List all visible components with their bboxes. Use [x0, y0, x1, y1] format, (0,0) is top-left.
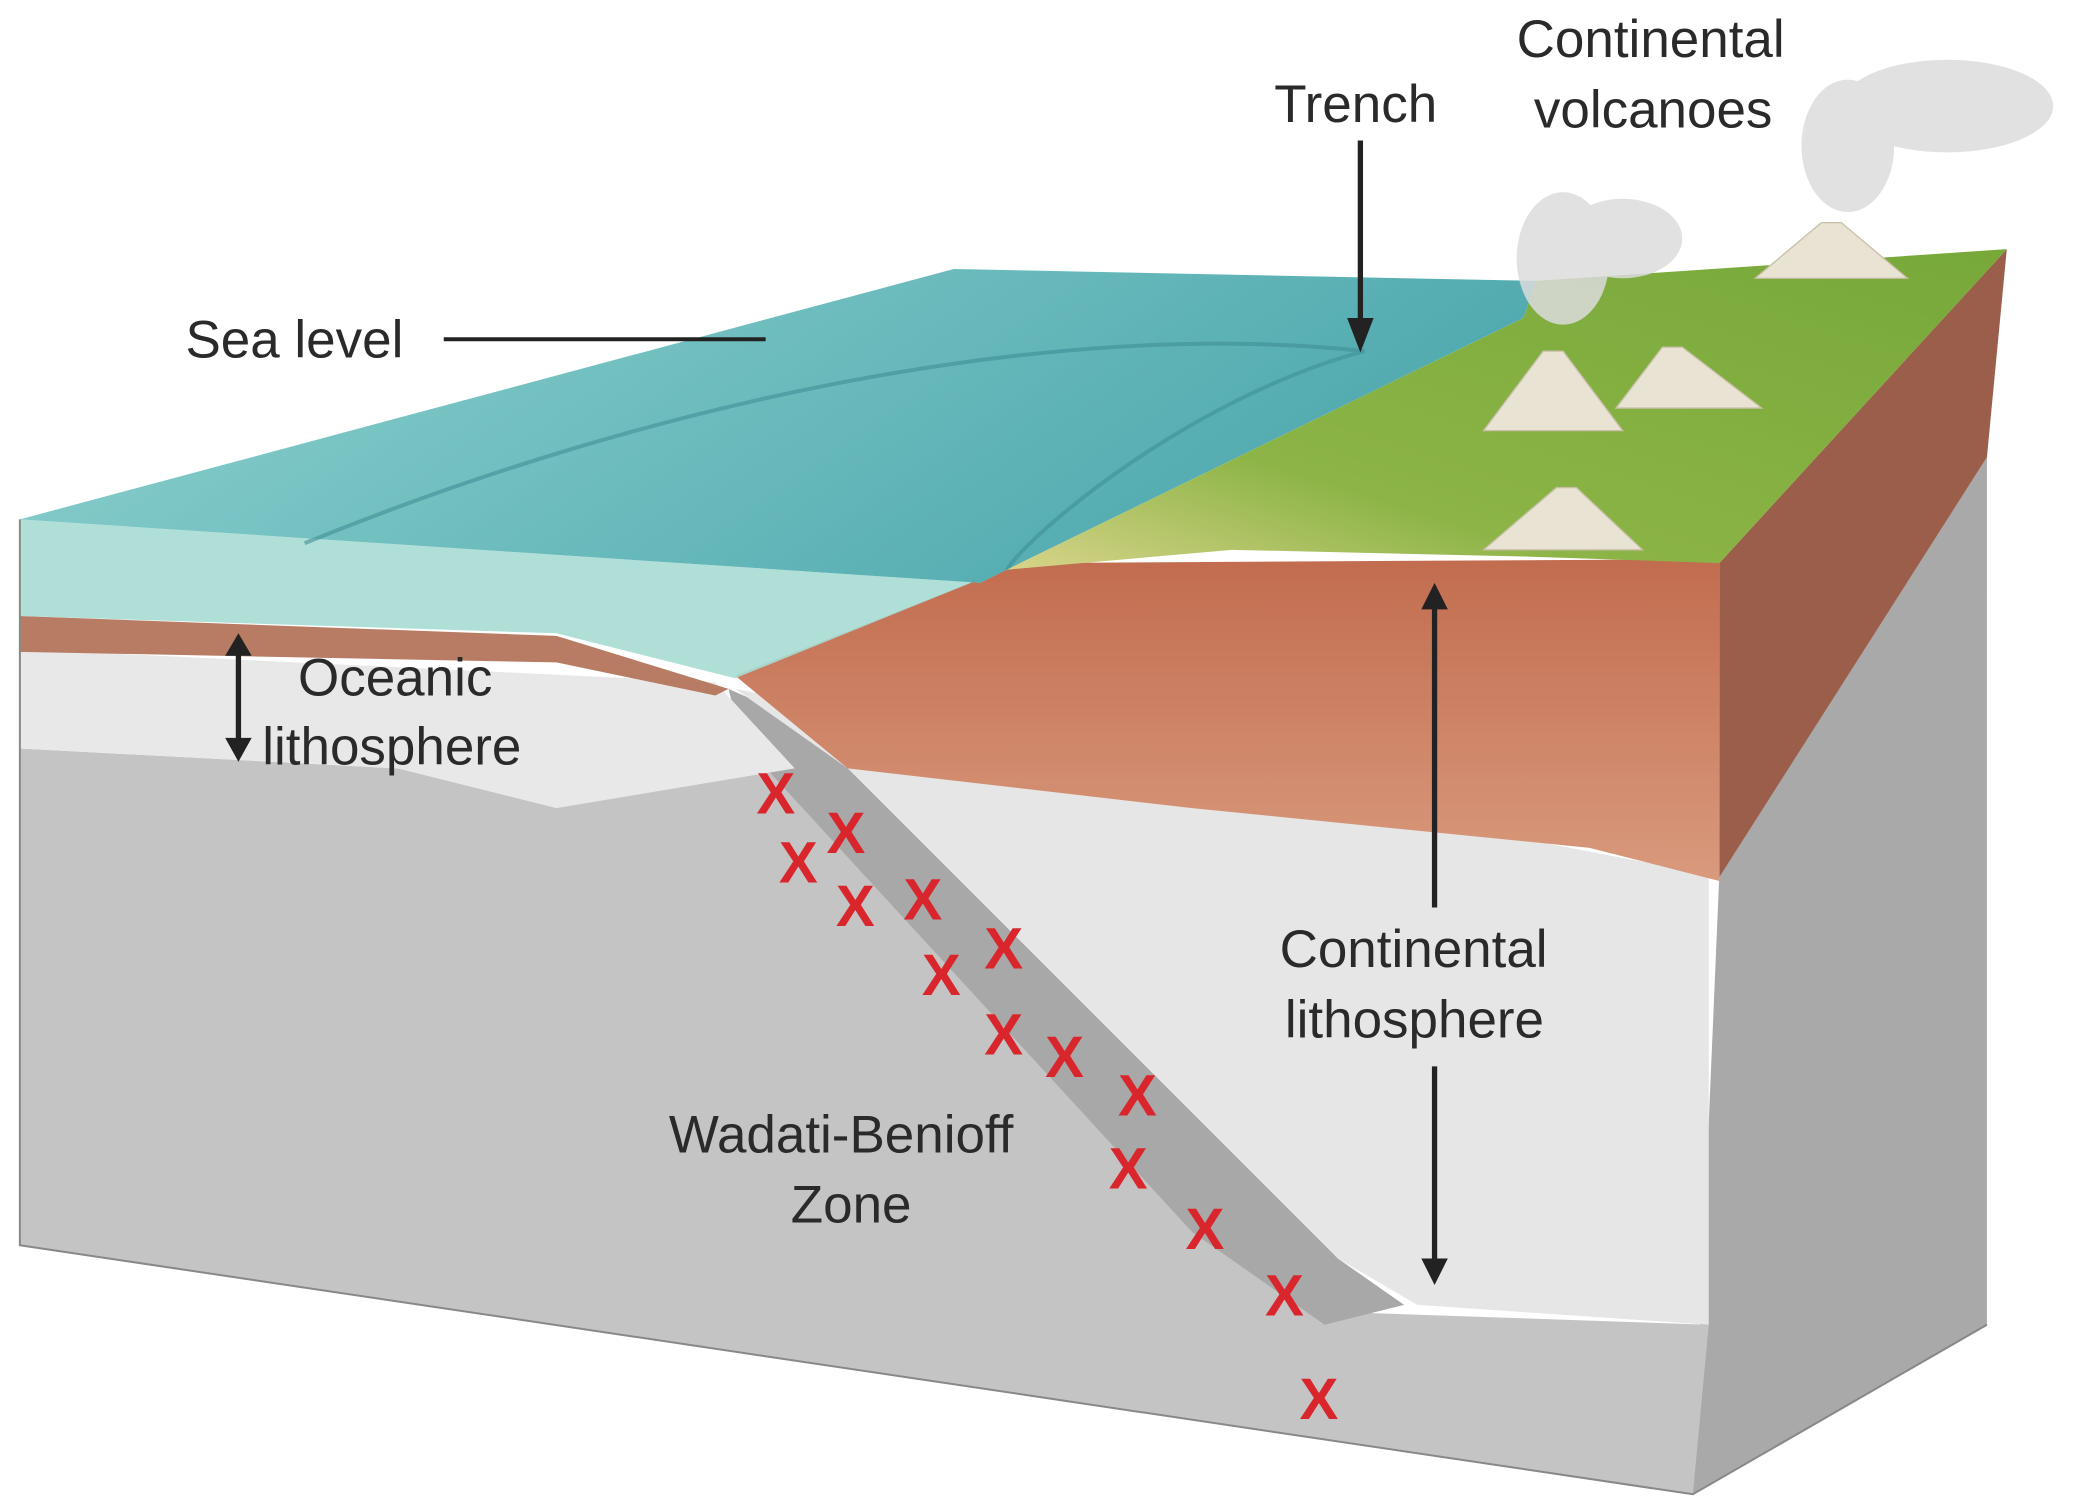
volcano-icon: [1481, 486, 1645, 551]
smoke-plumes: [1516, 59, 2054, 325]
trench-label: Trench: [1274, 75, 1437, 134]
volcano-icon: [1753, 221, 1910, 279]
oceanic-lithosphere-label-1: Oceanic: [298, 649, 492, 708]
wadati-benioff-label-2: Zone: [791, 1176, 912, 1235]
continental-volcanoes-label-2: volcanoes: [1534, 80, 1773, 139]
right-face-mantle: [1692, 457, 1987, 1495]
arrow-up-icon: [1421, 582, 1448, 610]
arrow-head-icon: [1347, 318, 1374, 353]
earthquake-marker-icon: X: [1186, 1197, 1225, 1262]
earthquake-marker-icon: X: [1109, 1136, 1148, 1201]
water-front-face: [19, 519, 1020, 679]
continental-lithosphere-label-2: lithosphere: [1285, 990, 1544, 1049]
arrow-down-icon: [1421, 1258, 1448, 1285]
arrow-up-icon: [225, 633, 252, 656]
earthquake-marker-icon: X: [903, 867, 942, 932]
continental-crust: [735, 559, 1720, 881]
earthquake-marker-icon: X: [779, 830, 818, 895]
earthquake-marker-icon: X: [1045, 1025, 1084, 1090]
oceanic-crust: [19, 616, 729, 696]
earthquake-marker-icon: X: [1265, 1263, 1304, 1328]
earthquake-marker-icon: X: [1299, 1367, 1338, 1432]
earthquake-marker-icon: X: [1118, 1063, 1157, 1128]
volcano-icon: [1614, 346, 1764, 409]
continental-lithosphere: [735, 688, 1709, 1325]
arrow-down-icon: [225, 737, 252, 762]
earthquake-marker-icon: X: [984, 916, 1023, 981]
front-face-mantle: [19, 715, 1709, 1495]
earthquake-marker-icon: X: [984, 1002, 1023, 1067]
earthquake-marker-icon: X: [827, 801, 866, 866]
volcanoes: [1481, 221, 1910, 551]
subducting-slab: [728, 688, 1405, 1325]
continental-lithosphere-label-1: Continental: [1280, 920, 1548, 979]
trench-fold: [303, 341, 1365, 571]
continental-volcanoes-label-1: Continental: [1517, 10, 1785, 69]
earthquake-marker-icon: X: [756, 761, 795, 826]
earthquake-marker-icon: X: [836, 874, 875, 939]
oceanic-lithosphere: [19, 649, 795, 809]
earthquake-marker-icon: X: [922, 943, 961, 1008]
wadati-benioff-label-1: Wadati-Benioff: [669, 1106, 1014, 1165]
right-face-crust: [1719, 249, 2007, 878]
sea-level-label: Sea level: [185, 311, 403, 370]
block-outline: [18, 519, 1988, 1496]
oceanic-lithosphere-label-2: lithosphere: [262, 717, 521, 776]
volcano-icon: [1482, 350, 1624, 432]
